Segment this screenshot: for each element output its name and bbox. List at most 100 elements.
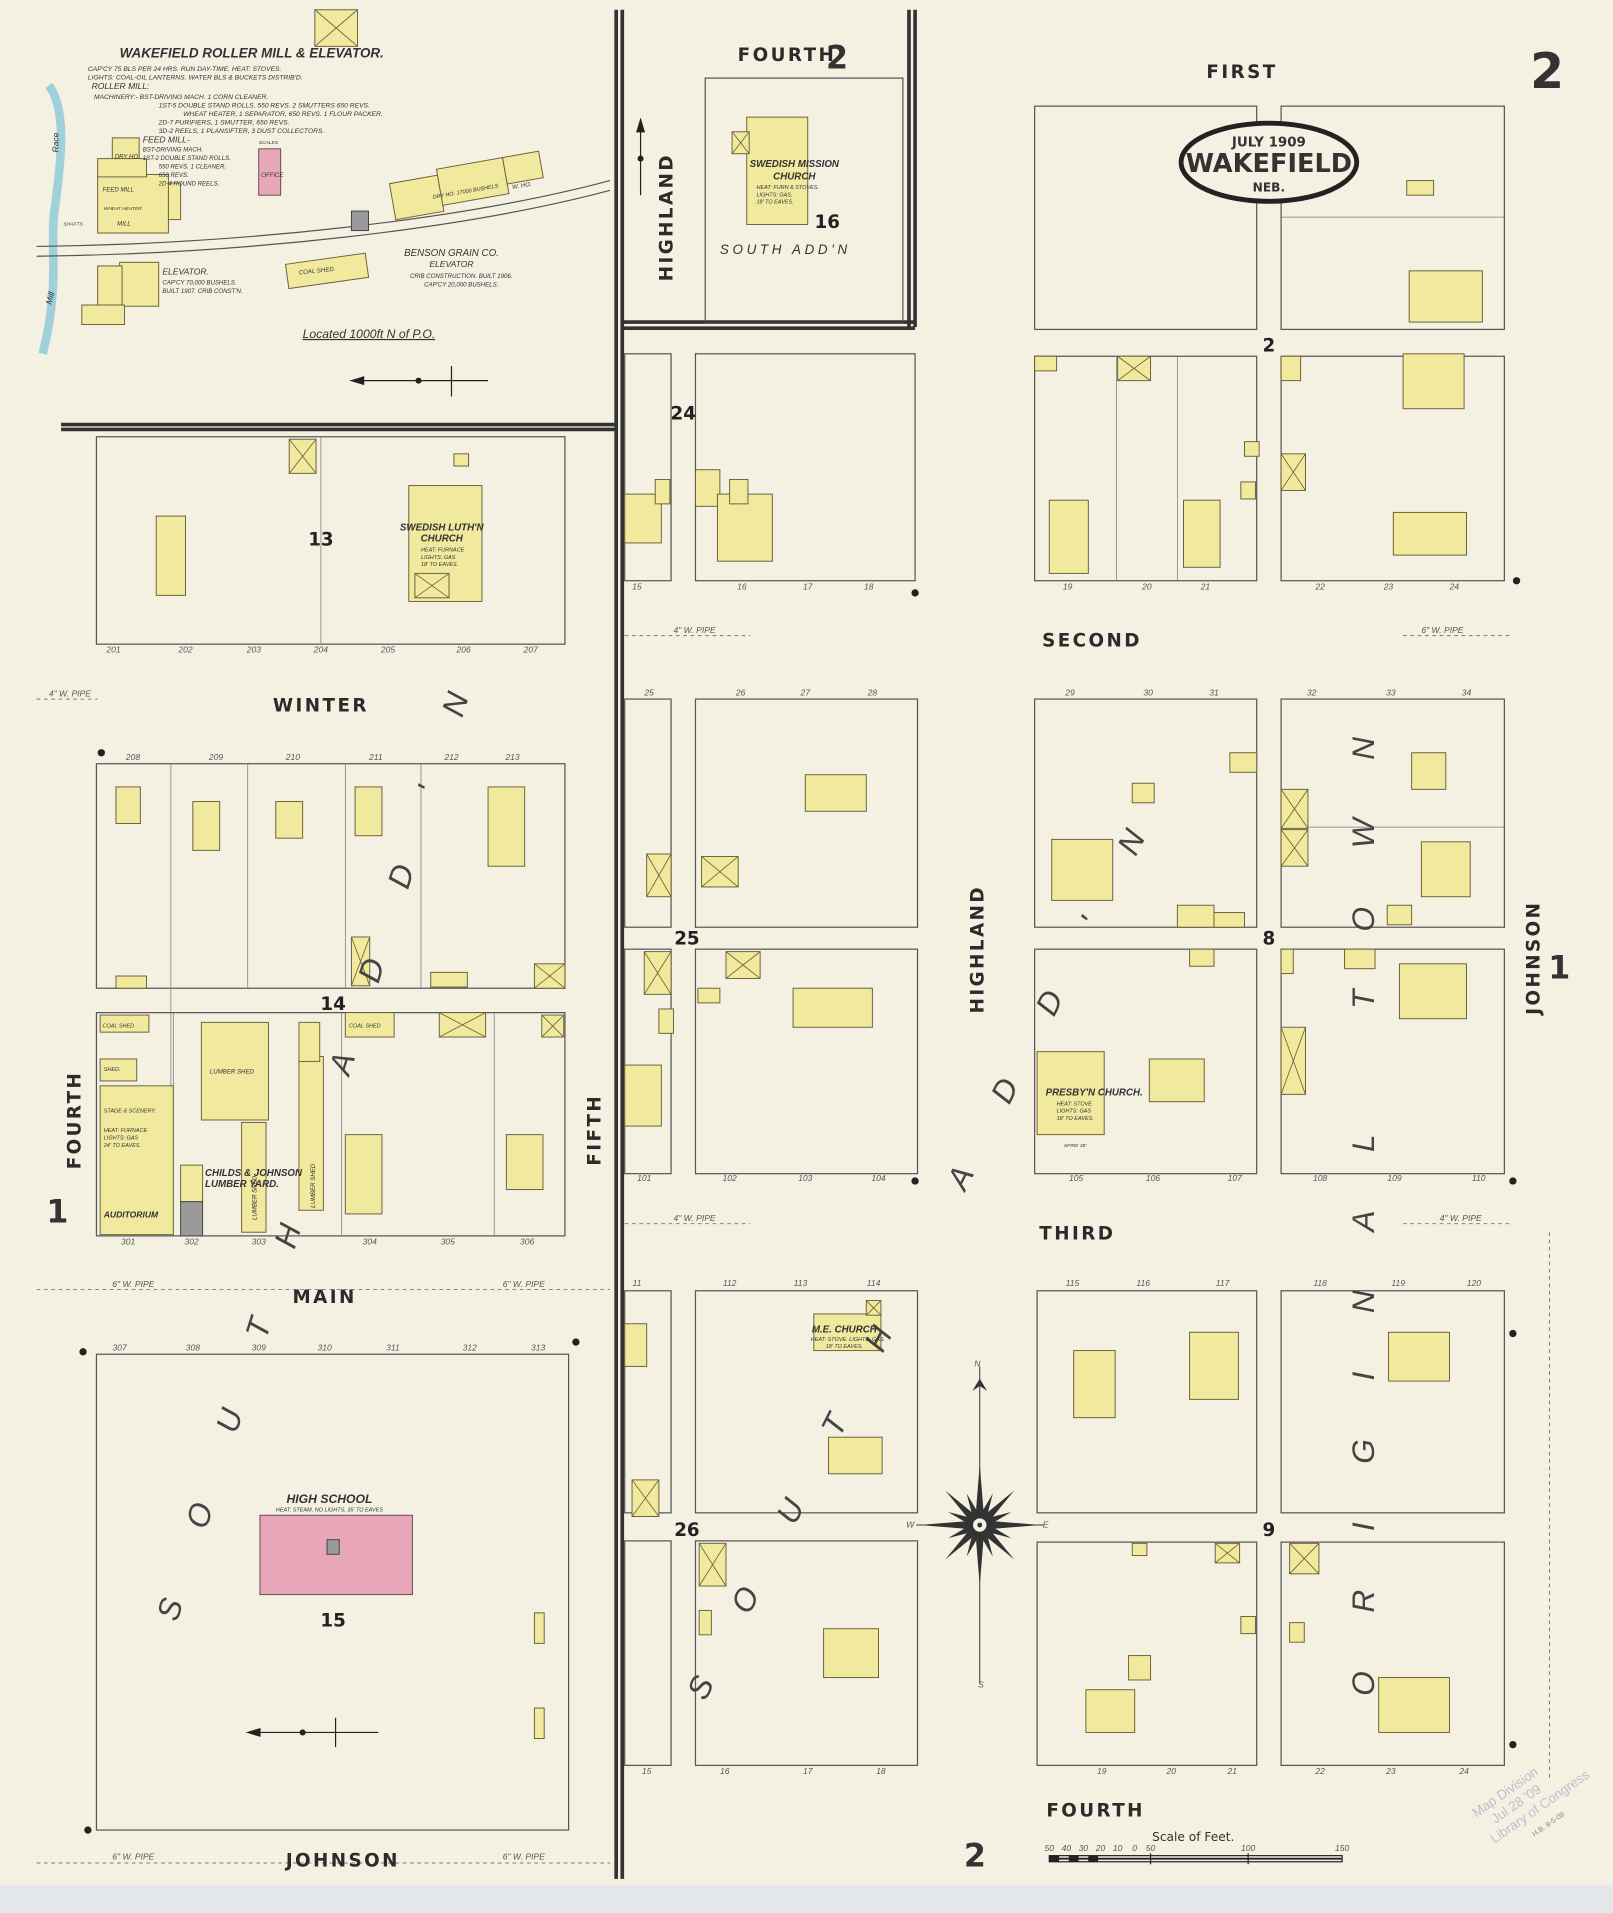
- city-block: [1036, 1541, 1258, 1766]
- building-label: W. HO.: [512, 181, 533, 191]
- pipe-label: 6" W. PIPE: [1421, 625, 1463, 635]
- address-number: 31: [1209, 687, 1219, 697]
- street-fourth-left: FOURTH: [65, 1071, 86, 1170]
- building-label: OFFICE: [261, 172, 284, 179]
- address-number: 17: [803, 581, 813, 591]
- building: [1182, 499, 1221, 568]
- street-fifth: FIFTH: [584, 1094, 605, 1166]
- address-number: 18: [876, 1766, 886, 1776]
- auditorium-detail: STAGE & SCENERY.: [104, 1109, 156, 1115]
- auditorium-label: AUDITORIUM: [103, 1210, 159, 1220]
- city-block: [1280, 1290, 1505, 1514]
- address-number: 23: [1385, 1766, 1396, 1776]
- building-label: WHEAT HEATER: [104, 206, 142, 212]
- building: [81, 304, 125, 326]
- address-number: 15: [642, 1766, 652, 1776]
- address-number: 103: [798, 1173, 812, 1183]
- address-number: 119: [1391, 1278, 1405, 1288]
- compass-rose-icon: [916, 1366, 1044, 1684]
- scale-tick-label: 30: [1079, 1843, 1089, 1853]
- address-number: 210: [285, 752, 300, 762]
- feed-mill-line: 550 REVS. 1 CLEANER.: [159, 163, 226, 170]
- building: [1402, 353, 1465, 410]
- city-block: [1280, 105, 1505, 331]
- address-number: 106: [1146, 1173, 1160, 1183]
- building: [1386, 904, 1413, 926]
- building: [275, 801, 304, 839]
- mill-line: CAP'CY 75 BLS PER 24 HRS. RUN DAY-TIME. …: [88, 66, 282, 73]
- scale-tick-label: 100: [1241, 1843, 1255, 1853]
- building: [259, 1514, 413, 1596]
- block-number: 8: [1263, 928, 1276, 949]
- address-number: 306: [520, 1236, 534, 1246]
- building: [430, 971, 468, 988]
- building: [1229, 752, 1258, 773]
- building: [729, 478, 749, 505]
- city-block: [694, 948, 919, 1175]
- building: [1034, 355, 1058, 372]
- building: [192, 801, 221, 851]
- building-x-mark: [288, 438, 317, 474]
- location-note: Located 1000ft N of P.O.: [303, 327, 436, 341]
- benson-line: BENSON GRAIN CO.: [404, 248, 499, 259]
- scan-margin: [0, 1884, 1613, 1913]
- building-x-mark: [646, 853, 672, 897]
- pipe-label: 6" W. PIPE: [112, 1851, 154, 1861]
- address-number: 102: [723, 1173, 737, 1183]
- feed-mill-line: 1ST-2 DOUBLE STAND ROLLS.: [143, 155, 231, 162]
- building: [1036, 1051, 1105, 1136]
- building: [119, 261, 160, 307]
- address-number: 201: [105, 645, 120, 655]
- compass-n: N: [974, 1358, 981, 1368]
- city-block: [624, 353, 672, 582]
- address-number: 22: [1314, 581, 1325, 591]
- building-label: COAL SHED: [103, 1023, 135, 1029]
- street-first: FIRST: [1206, 62, 1277, 83]
- mill-line: MACHINERY:- BST-DRIVING MACH. 1 CORN CLE…: [94, 94, 268, 101]
- block-number: 25: [674, 928, 699, 949]
- address-number: 120: [1467, 1278, 1481, 1288]
- building: [1387, 1331, 1450, 1382]
- block-number: 9: [1263, 1520, 1276, 1541]
- city-block: [1034, 698, 1258, 928]
- building: [354, 786, 383, 837]
- building: [258, 148, 282, 196]
- church-detail: SPIRE 38': [1064, 1143, 1087, 1149]
- mill-line: LIGHTS: COAL-OIL LANTERNS. WATER BLS & B…: [88, 74, 303, 81]
- building-x-mark: [1214, 1542, 1240, 1564]
- mill-line: WHEAT HEATER, 1 SEPARATOR, 650 REVS. 1 F…: [183, 111, 383, 118]
- building: [804, 774, 867, 812]
- scale-tick-label: 0: [1132, 1843, 1137, 1853]
- address-number: 202: [177, 645, 192, 655]
- address-number: 27: [800, 687, 811, 697]
- building: [792, 987, 873, 1028]
- address-number: 108: [1313, 1173, 1327, 1183]
- address-number: 109: [1387, 1173, 1401, 1183]
- lumber-yard-label: LUMBER YARD.: [205, 1179, 279, 1190]
- building: [501, 150, 544, 185]
- address-number: 33: [1386, 687, 1396, 697]
- benson-grain-buildings: [388, 150, 544, 221]
- church-detail: LIGHTS: GAS: [421, 555, 456, 561]
- building: [697, 987, 721, 1004]
- benson-line: CRIB CONSTRUCTION. BUILT 1906.: [410, 273, 512, 280]
- feed-mill-line: FEED MILL-: [143, 135, 190, 145]
- building: [167, 182, 182, 221]
- building: [487, 786, 526, 867]
- address-number: 301: [121, 1236, 135, 1246]
- buildings: [81, 9, 1483, 1740]
- feed-mill-line: BST-DRIVING MACH.: [143, 146, 203, 153]
- block-number: 15: [320, 1610, 345, 1631]
- city-block: [95, 436, 566, 645]
- address-number: 20: [1166, 1766, 1177, 1776]
- city-block: [1034, 105, 1258, 331]
- street-highland-inset: HIGHLAND: [656, 153, 677, 281]
- building: [1189, 948, 1215, 967]
- pipe-label: 4" W. PIPE: [49, 689, 91, 699]
- address-number: 24: [1449, 581, 1460, 591]
- mill-description: WAKEFIELD ROLLER MILL & ELEVATOR. CAP'CY…: [44, 45, 533, 341]
- building-label: DRY HO.: [115, 154, 140, 161]
- building: [115, 786, 141, 825]
- building: [813, 1313, 882, 1352]
